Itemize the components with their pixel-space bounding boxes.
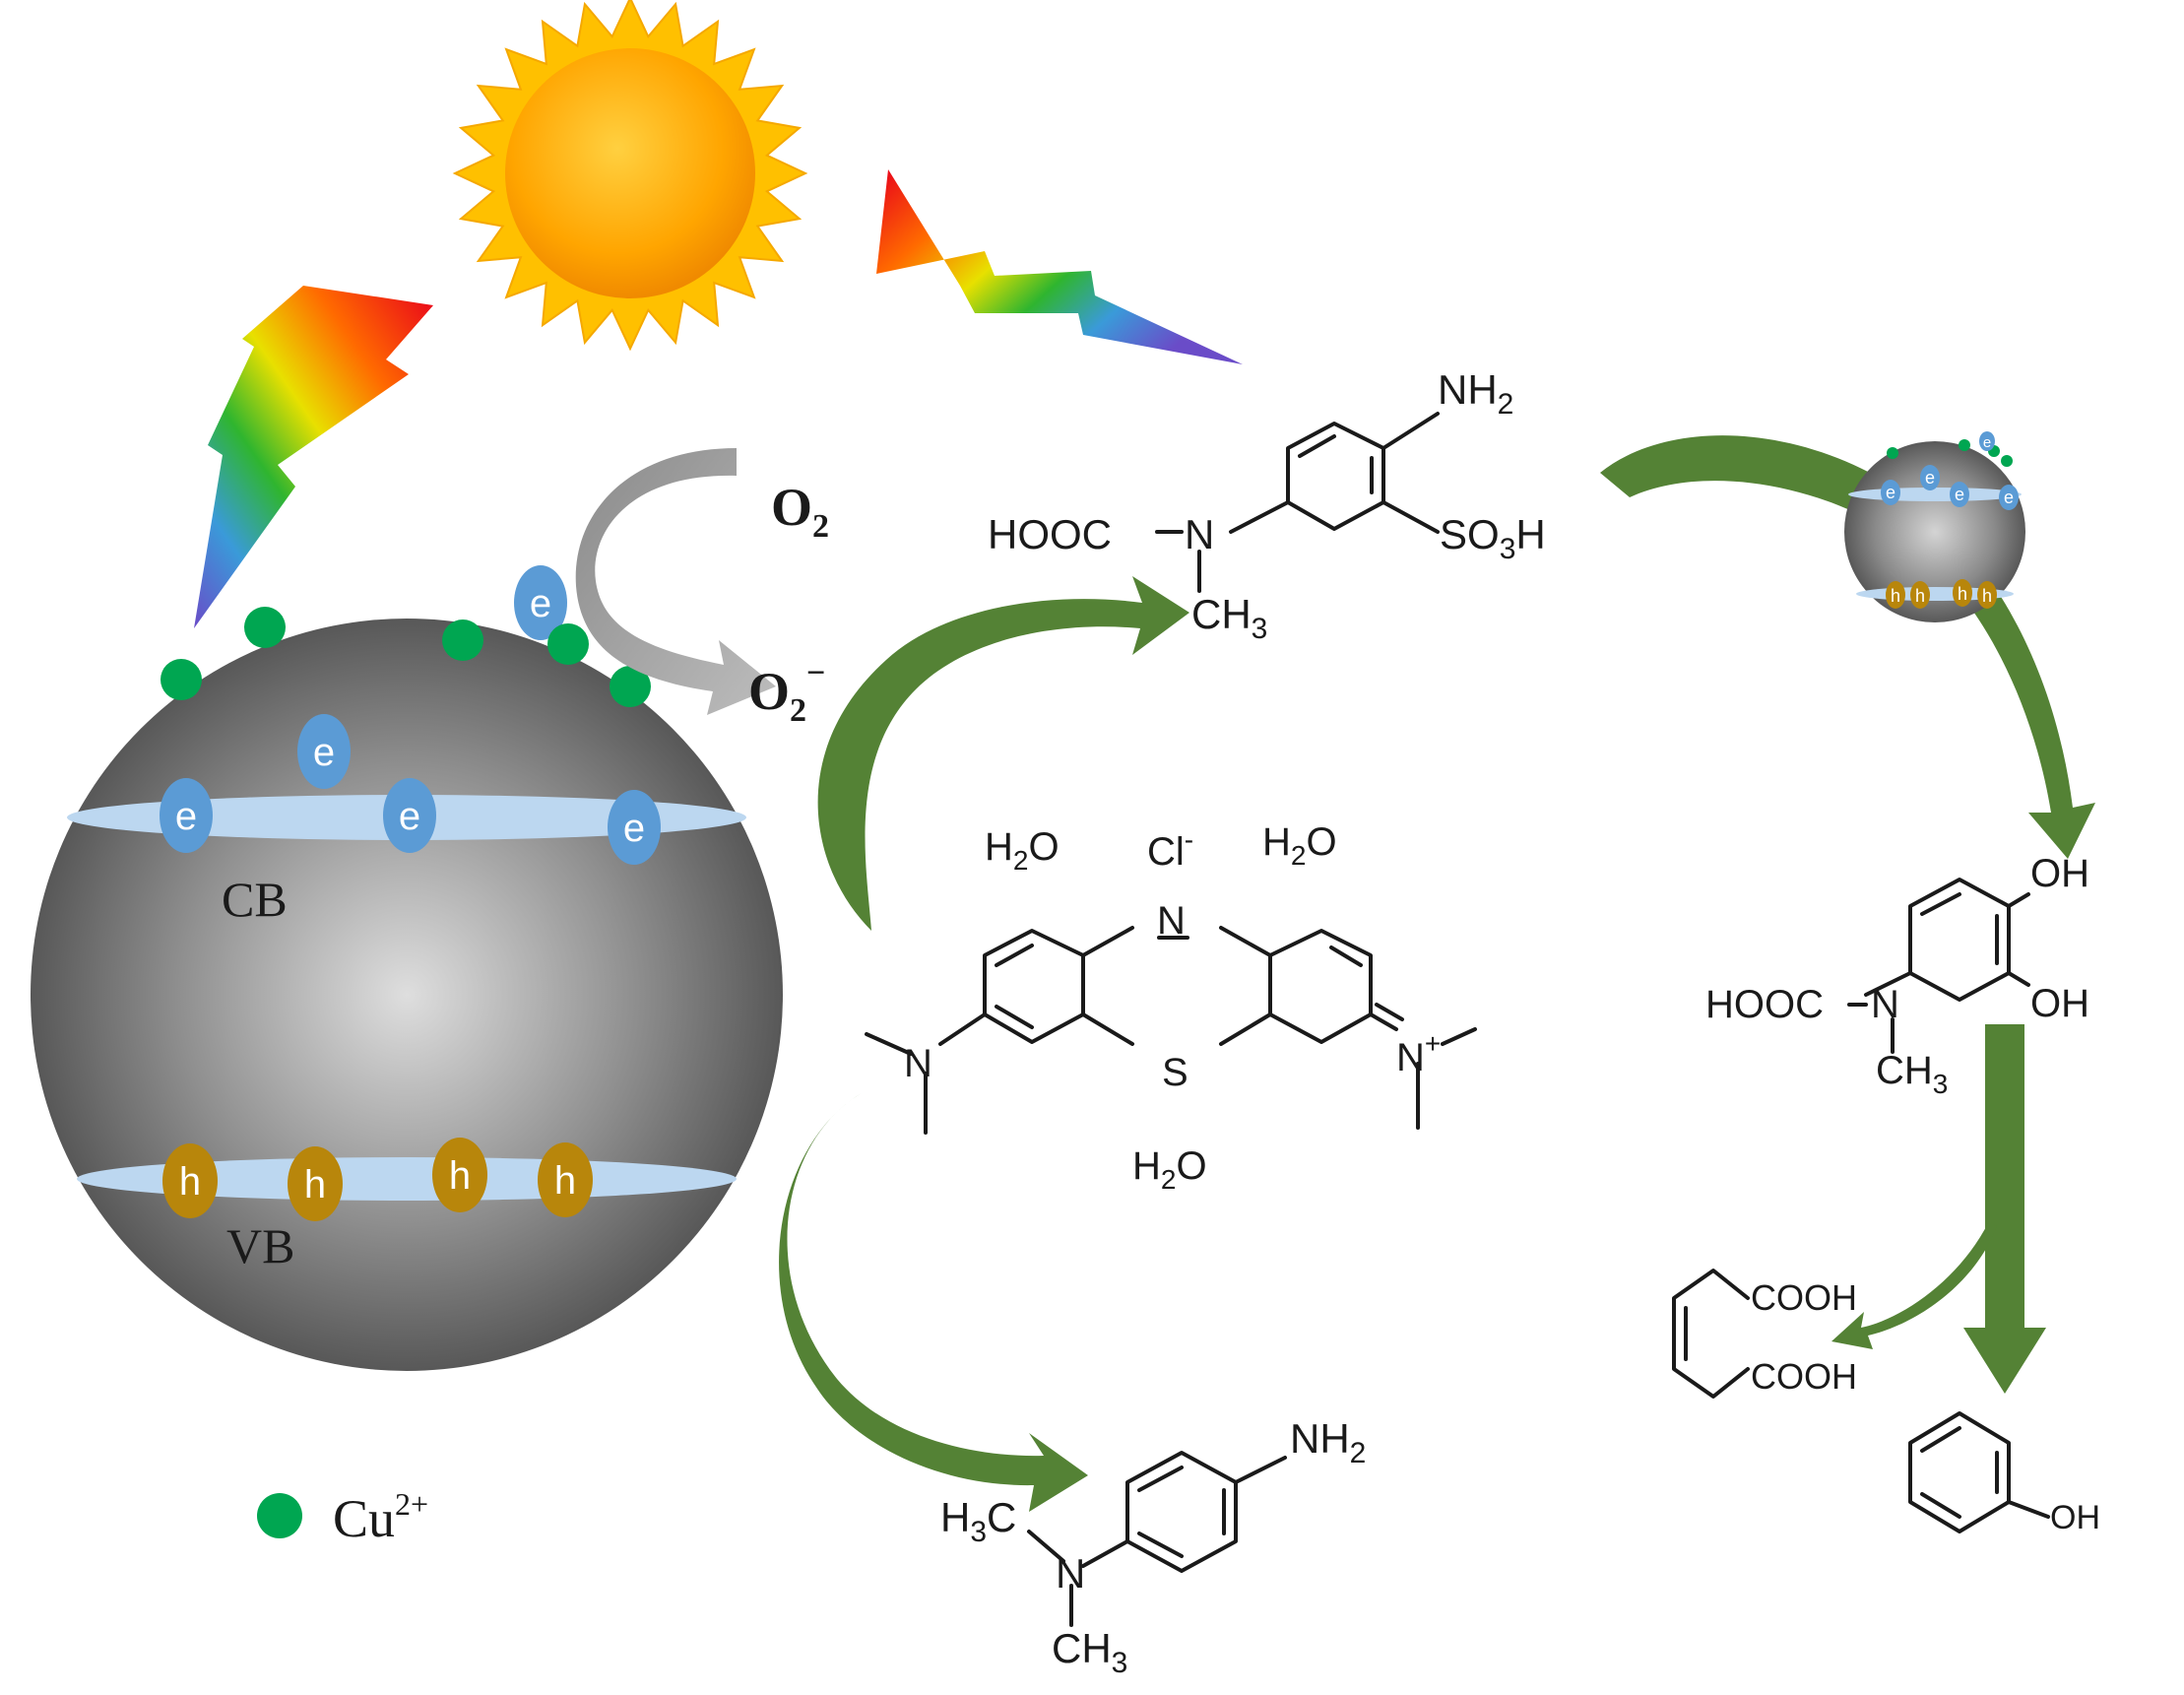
svg-text:COOH: COOH bbox=[1751, 1277, 1857, 1318]
hole-marker: h bbox=[162, 1143, 218, 1218]
hole-marker: h bbox=[288, 1146, 343, 1221]
svg-text:h: h bbox=[1982, 586, 1992, 606]
svg-text:e: e bbox=[399, 795, 420, 838]
svg-text:CH3: CH3 bbox=[1191, 591, 1267, 645]
sulfonated-product-molecule: NH2 HOOC N SO3H CH3 bbox=[988, 366, 1546, 645]
svg-text:Cl-: Cl- bbox=[1147, 824, 1193, 874]
muconic-acid-molecule: COOH COOH bbox=[1672, 1269, 1857, 1399]
svg-text:N: N bbox=[1185, 511, 1214, 557]
svg-text:N+: N+ bbox=[1396, 1028, 1441, 1079]
svg-text:e: e bbox=[1983, 434, 1991, 451]
svg-text:SO3H: SO3H bbox=[1440, 511, 1546, 565]
svg-text:h: h bbox=[554, 1159, 576, 1203]
hole-marker: h bbox=[432, 1138, 487, 1212]
svg-text:N: N bbox=[1157, 899, 1186, 943]
vb-label: VB bbox=[226, 1218, 294, 1273]
svg-text:h: h bbox=[304, 1163, 326, 1206]
svg-text:e: e bbox=[175, 795, 197, 838]
copper-ion-dots bbox=[161, 607, 651, 707]
svg-text:S: S bbox=[1162, 1051, 1188, 1094]
svg-text:h: h bbox=[1915, 586, 1925, 606]
reaction-arrow-right bbox=[1600, 435, 2095, 859]
svg-text:OH: OH bbox=[2030, 982, 2089, 1025]
reaction-arrow-diacid bbox=[1831, 1221, 1997, 1349]
svg-text:CH3: CH3 bbox=[1876, 1049, 1948, 1099]
small-hole-markers: h h h h bbox=[1886, 579, 1997, 609]
light-bolt-left-icon bbox=[194, 286, 433, 628]
svg-text:NH2: NH2 bbox=[1438, 366, 1513, 421]
electron-marker: e bbox=[383, 778, 436, 853]
oxygen-reduction-arrow bbox=[575, 448, 776, 715]
electron-marker: e bbox=[514, 565, 567, 640]
svg-text:e: e bbox=[623, 807, 645, 850]
svg-text:e: e bbox=[530, 582, 551, 625]
phenol-molecule: OH bbox=[1908, 1411, 2100, 1536]
svg-text:e: e bbox=[313, 731, 335, 774]
catechol-intermediate-molecule: OH OH HOOC N CH3 bbox=[1705, 852, 2089, 1099]
svg-text:e: e bbox=[2004, 488, 2014, 507]
electron-marker: e bbox=[297, 714, 351, 789]
svg-text:HOOC: HOOC bbox=[1705, 983, 1824, 1026]
electron-marker: e bbox=[608, 790, 661, 865]
reaction-arrow-lower bbox=[779, 1093, 1088, 1512]
svg-text:h: h bbox=[1891, 586, 1900, 606]
light-bolt-right-icon bbox=[876, 169, 1243, 364]
reaction-arrow-down bbox=[1963, 1024, 2046, 1394]
svg-text:N: N bbox=[1056, 1550, 1085, 1597]
legend: Cu2+ bbox=[257, 1486, 428, 1548]
svg-text:N: N bbox=[904, 1042, 932, 1085]
svg-text:OH: OH bbox=[2030, 852, 2089, 895]
electron-marker: e bbox=[160, 778, 213, 853]
svg-text:Cu2+: Cu2+ bbox=[333, 1486, 428, 1548]
hole-marker: h bbox=[538, 1142, 593, 1217]
small-photocatalyst-sphere: e e e e e h h h h bbox=[1844, 431, 2025, 622]
svg-text:OH: OH bbox=[2050, 1499, 2100, 1536]
svg-text:N: N bbox=[1871, 983, 1899, 1026]
svg-text:HOOC: HOOC bbox=[988, 511, 1112, 557]
cb-label: CB bbox=[222, 872, 288, 927]
dimethylaminoaniline-molecule: NH2 H3C N CH3 bbox=[940, 1415, 1366, 1679]
svg-text:H3C: H3C bbox=[940, 1494, 1016, 1548]
svg-text:CH3: CH3 bbox=[1052, 1625, 1127, 1679]
methylene-blue-molecule: H2O Cl- H2O H2O N S N N+ bbox=[865, 820, 1477, 1195]
svg-text:COOH: COOH bbox=[1751, 1356, 1857, 1397]
svg-text:h: h bbox=[179, 1160, 201, 1204]
svg-text:e: e bbox=[1886, 483, 1895, 502]
svg-text:H2O: H2O bbox=[1262, 820, 1337, 871]
svg-text:H2O: H2O bbox=[1132, 1144, 1207, 1195]
svg-text:h: h bbox=[1958, 584, 1967, 604]
svg-text:e: e bbox=[1925, 468, 1935, 488]
reaction-arrow-upper bbox=[817, 576, 1189, 931]
oxygen-label: O2 bbox=[771, 478, 829, 545]
sun-icon bbox=[452, 0, 808, 352]
small-electron-markers: e e e e e bbox=[1881, 431, 2019, 510]
photocatalyst-sphere bbox=[31, 619, 783, 1371]
superoxide-label: O2− bbox=[748, 655, 825, 729]
svg-text:NH2: NH2 bbox=[1290, 1415, 1366, 1469]
svg-text:H2O: H2O bbox=[985, 825, 1060, 876]
svg-text:h: h bbox=[449, 1154, 471, 1198]
svg-text:e: e bbox=[1955, 485, 1964, 504]
